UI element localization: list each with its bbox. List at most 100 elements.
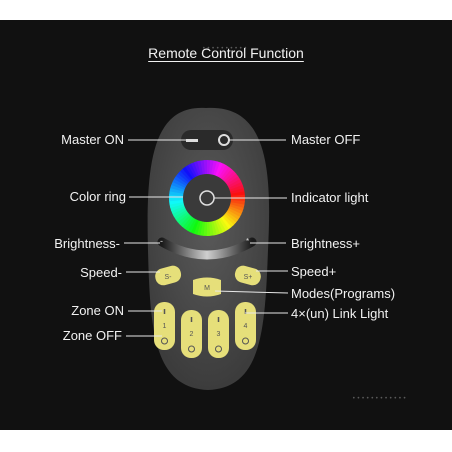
color-ring-segment [206, 219, 211, 236]
color-ring-segment [180, 168, 194, 183]
color-ring-segment [220, 213, 234, 228]
color-ring-segment [170, 203, 187, 211]
color-ring-segment [179, 213, 193, 228]
color-ring-segment [169, 190, 186, 197]
zone-button-4 [235, 302, 256, 350]
decorative-dots-bottom: •••••••••••• [352, 395, 408, 402]
color-ring-segment [226, 181, 243, 191]
color-ring-segment [190, 162, 200, 179]
color-ring-segment [228, 199, 245, 206]
color-ring-segment [169, 201, 186, 208]
mode-button [193, 277, 221, 297]
color-ring-segment [197, 160, 204, 177]
color-ring-segment [219, 166, 232, 182]
color-ring-segment [185, 164, 197, 180]
color-ring [169, 160, 245, 236]
color-ring-segment [226, 179, 242, 190]
label-brightness-minus: Brightness- [54, 236, 120, 251]
label-speed-plus: Speed+ [291, 264, 337, 279]
zone-button-1 [154, 302, 175, 350]
color-ring-segment [227, 185, 244, 193]
speed-plus-text: S+ [244, 274, 253, 281]
color-ring-segment [214, 162, 224, 179]
color-ring-segment [169, 197, 186, 202]
zone-button-3 [208, 310, 229, 358]
label-master-off: Master OFF [291, 132, 361, 147]
zone-off-dot-2 [188, 345, 195, 353]
color-ring-segment [172, 206, 188, 217]
label-master-on: Master ON [61, 132, 124, 147]
zone-off-dot-1 [161, 337, 168, 345]
color-ring-segment [175, 210, 191, 223]
color-ring-segment [184, 215, 196, 231]
color-ring-segment [174, 175, 190, 187]
color-ring-segment [223, 210, 239, 223]
color-ring-segment [216, 163, 227, 180]
label-color-ring: Color ring [69, 189, 126, 204]
color-ring-segment [225, 207, 242, 218]
color-ring-segment [171, 181, 188, 191]
color-ring-segment [170, 184, 187, 193]
color-ring-segment [188, 163, 199, 179]
label-link-light: 4×(un) Link Light [291, 306, 389, 321]
color-ring-segment [175, 173, 191, 186]
color-ring-segment [193, 218, 202, 235]
color-ring-segment [221, 168, 235, 183]
speed-minus-button [155, 265, 182, 286]
color-ring-segment [223, 173, 239, 186]
speed-minus-text: S- [165, 274, 173, 281]
zone-number-2: 2 [190, 331, 194, 338]
zone-off-dot-3 [215, 345, 222, 353]
label-zone-on: Zone ON [71, 303, 124, 318]
color-ring-segment [218, 165, 230, 181]
speed-plus-button [234, 265, 261, 286]
diagram-title: Remote Control Function [148, 45, 304, 61]
color-ring-segment [199, 219, 206, 236]
color-ring-segment [194, 161, 202, 178]
color-ring-segment [226, 205, 243, 215]
color-ring-segment [212, 161, 221, 178]
color-ring-segment [222, 171, 237, 185]
label-speed-minus: Speed- [80, 265, 122, 280]
color-ring-segment [228, 201, 245, 209]
color-ring-segment [225, 176, 241, 188]
color-ring-segment [219, 214, 232, 230]
zone-number-1: 1 [163, 323, 167, 330]
color-ring-segment [227, 203, 244, 212]
mode-text: M [204, 285, 210, 292]
color-ring-segment [217, 216, 229, 232]
zone-button-2 [181, 310, 202, 358]
color-ring-segment [187, 216, 198, 233]
label-indicator-light: Indicator light [291, 190, 369, 205]
zone-off-dot-4 [242, 337, 249, 345]
color-ring-segment [210, 160, 218, 177]
zone-number-3: 3 [217, 331, 221, 338]
color-ring-segment [208, 160, 215, 177]
color-ring-segment [182, 214, 195, 230]
color-ring-segment [228, 188, 245, 195]
master-switch [181, 130, 233, 150]
zone-number-4: 4 [244, 323, 248, 330]
color-ring-segment [182, 166, 195, 182]
label-modes: Modes(Programs) [291, 286, 396, 301]
brightness-slider [157, 237, 257, 260]
color-ring-segment [177, 211, 192, 225]
color-ring-segment [172, 178, 189, 189]
color-ring-segment [203, 160, 208, 177]
color-ring-segment [222, 212, 237, 226]
color-ring-segment [177, 170, 192, 184]
color-ring-segment [173, 208, 189, 220]
brightness-plus-mark: * [246, 237, 249, 246]
color-ring-segment [196, 219, 204, 236]
color-ring-segment [224, 209, 240, 221]
label-zone-off: Zone OFF [62, 328, 122, 343]
color-ring-inner [183, 174, 231, 222]
color-ring-segment [214, 217, 224, 234]
color-ring-segment [169, 187, 186, 195]
brightness-minus-mark: - [160, 236, 163, 246]
color-ring-segment [190, 217, 200, 234]
master-on-button [186, 139, 198, 142]
color-ring-segment [212, 218, 220, 235]
color-ring-segment [210, 219, 217, 236]
